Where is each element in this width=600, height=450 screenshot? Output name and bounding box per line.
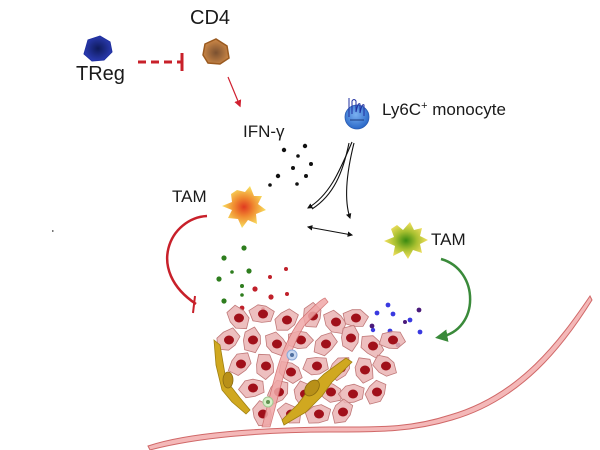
- treg-cell: [83, 35, 113, 62]
- tumor-cell-nucleus: [351, 313, 361, 323]
- immune-cell-green-core: [266, 400, 270, 404]
- blood-vessel: [147, 295, 593, 450]
- tumor-cell-nucleus: [388, 335, 398, 345]
- tam-left-cell: [222, 186, 266, 228]
- ifn-gamma-label: IFN-γ: [243, 122, 285, 141]
- tumor-cell-nucleus: [372, 387, 382, 397]
- ifn-gamma-molecules: [268, 143, 313, 187]
- tumor-cell-nucleus: [248, 335, 258, 345]
- tumor-cell-nucleus: [348, 389, 358, 399]
- tumor-cell-nucleus: [346, 333, 356, 343]
- cytokines-green: [216, 245, 252, 304]
- treg-inhibits-cd4-edge: [138, 53, 184, 71]
- tumor-cell-nucleus: [272, 339, 282, 349]
- cytokines-red: [239, 267, 289, 311]
- tumor-cell-nucleus: [314, 409, 324, 419]
- tumor-cell-nucleus: [248, 383, 258, 393]
- stray-mark: [52, 230, 54, 232]
- tumor-cell-nucleus: [261, 361, 271, 371]
- tumor-cell-nucleus: [224, 335, 234, 345]
- fibroblast-right: [281, 357, 353, 426]
- tumor-cell-nucleus: [368, 341, 378, 351]
- tumor-cell-nucleus: [296, 335, 306, 345]
- cd4-to-ifn-arrow: [227, 76, 242, 108]
- tumor-cell-nucleus: [258, 309, 268, 319]
- cd4-label: CD4: [190, 7, 230, 29]
- tumor-cell-nucleus: [312, 361, 322, 371]
- ly6c-monocyte: [344, 98, 370, 130]
- tam-right-cell: [384, 222, 428, 259]
- tumor-cell-nucleus: [236, 359, 246, 369]
- tam-left-label: TAM: [172, 187, 207, 206]
- tam-left-inhibits-tumor-edge: [165, 214, 208, 314]
- tumor-cell-nucleus: [286, 367, 296, 377]
- tam-right-activates-tumor-arrow: [435, 257, 472, 342]
- tumor-cell-nucleus: [326, 387, 336, 397]
- treg-label: TReg: [76, 63, 125, 85]
- receptor-icon: [348, 98, 365, 117]
- cytokines-blue: [370, 302, 423, 335]
- tumor-cell-nucleus: [234, 313, 244, 323]
- treg-cell-body: [83, 35, 113, 62]
- monocyte-label: Ly6C+ monocyte: [382, 100, 506, 119]
- fibroblast-left: [213, 339, 251, 415]
- tumor-cell-nucleus: [381, 361, 391, 371]
- monocyte-differentiation-arrows: [306, 141, 355, 237]
- tumor-cell-nucleus: [331, 317, 341, 327]
- tumor-cell-nucleus: [360, 365, 370, 375]
- tumor-cell-nucleus: [338, 407, 348, 417]
- immune-cell-blue-core: [290, 353, 294, 357]
- tumor-cell-nucleus: [282, 315, 292, 325]
- cd4-cell: [202, 38, 230, 65]
- tumor-cell-nucleus: [321, 339, 331, 349]
- tam-right-label: TAM: [431, 230, 466, 249]
